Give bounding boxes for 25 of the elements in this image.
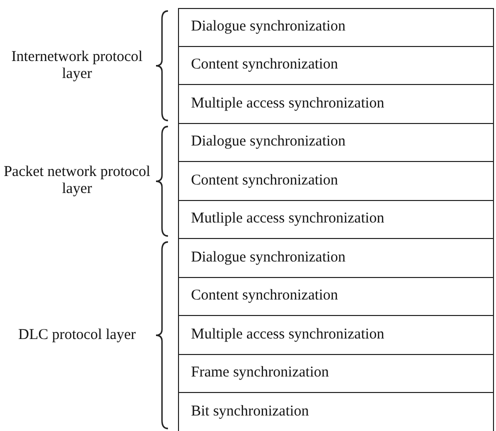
- layer-row: [178, 85, 494, 124]
- row-text: Dialogue synchronization: [191, 249, 346, 266]
- layer-row: [178, 316, 494, 354]
- layer-label: Internetwork protocol layer: [10, 48, 144, 83]
- layer-row: [178, 239, 494, 278]
- layer-row: [178, 278, 494, 316]
- layer-label: Packet network protocol layer: [2, 164, 152, 198]
- layer-label: DLC protocol layer: [17, 326, 137, 344]
- layer-row: [178, 46, 494, 85]
- row-text: Frame synchronization: [191, 364, 329, 382]
- row-text: Dialogue synchronization: [191, 18, 346, 36]
- row-text: Multiple access synchronization: [191, 326, 384, 344]
- row-text: Content synchronization: [191, 288, 338, 305]
- row-text: Content synchronization: [191, 56, 338, 74]
- row-text: Dialogue synchronization: [191, 134, 346, 151]
- layer-row: [178, 8, 494, 46]
- layer-row: [178, 162, 494, 200]
- layer-row: [178, 354, 494, 393]
- layer-row: [178, 200, 494, 239]
- layer-row: [178, 393, 494, 431]
- layer-row: [178, 124, 494, 162]
- row-text: Multiple access synchronization: [191, 95, 384, 112]
- row-text: Bit synchronization: [191, 403, 309, 420]
- row-text: Content synchronization: [191, 172, 338, 190]
- row-text: Mutliple access synchronization: [191, 210, 384, 228]
